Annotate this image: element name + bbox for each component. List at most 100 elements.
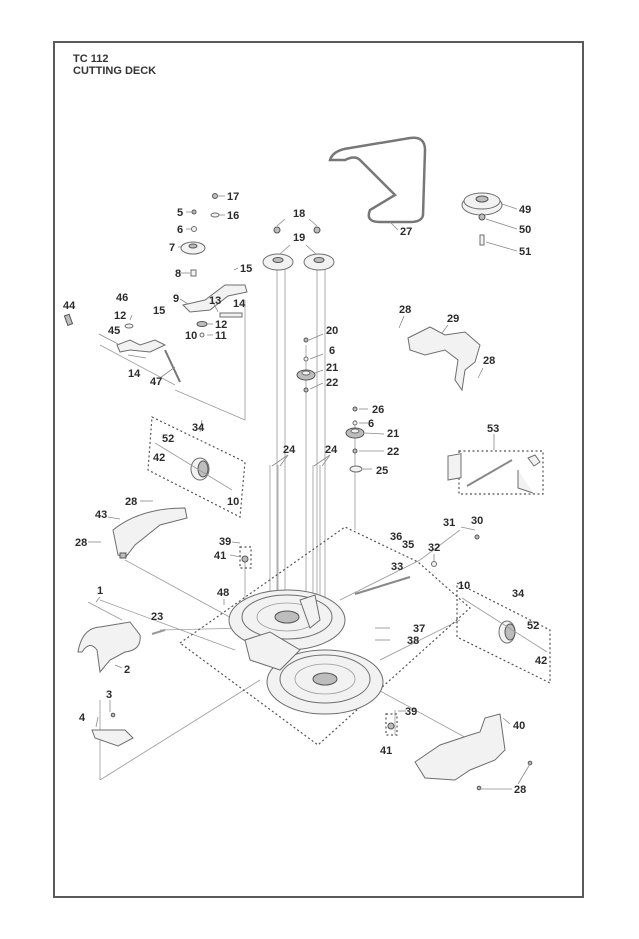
callout-42: 42 xyxy=(535,655,547,667)
callout-12: 12 xyxy=(215,319,227,331)
cutting-deck-48 xyxy=(228,589,384,715)
washer-50 xyxy=(478,213,486,221)
washer-6 xyxy=(191,226,197,232)
callout-37: 37 xyxy=(413,623,425,635)
callout-22: 22 xyxy=(387,446,399,458)
callout-10: 10 xyxy=(458,580,470,592)
callout-25: 25 xyxy=(376,465,388,477)
callout-1: 1 xyxy=(97,585,103,597)
bracket-29 xyxy=(407,326,481,392)
spring-13 xyxy=(219,312,243,318)
nut-22-left xyxy=(303,387,309,393)
pin-1 xyxy=(87,601,123,621)
section-label: CUTTING DECK xyxy=(73,65,157,77)
spacer-25 xyxy=(349,465,363,473)
callout-28: 28 xyxy=(125,496,137,508)
callout-52: 52 xyxy=(162,433,174,445)
callout-19: 19 xyxy=(293,232,305,244)
callout-32: 32 xyxy=(428,542,440,554)
callout-6: 6 xyxy=(368,418,374,430)
discharge-chute-2 xyxy=(77,621,141,674)
washer-6b xyxy=(303,356,309,362)
bracket-31 xyxy=(447,453,462,481)
guard-40 xyxy=(414,713,506,781)
callouts: 17 5 16 6 7 8 15 9 13 14 12 10 11 44 46 … xyxy=(63,191,547,796)
callout-39: 39 xyxy=(405,706,417,718)
callout-50: 50 xyxy=(519,224,531,236)
callout-27: 27 xyxy=(400,226,412,238)
group-boxes xyxy=(147,416,551,746)
spring-44 xyxy=(63,313,74,327)
callout-33: 33 xyxy=(391,561,403,573)
rod-53 xyxy=(466,459,513,487)
leader-lines xyxy=(88,195,531,790)
callout-41: 41 xyxy=(214,550,226,562)
washer-12a xyxy=(196,321,208,327)
group-box-41-upper xyxy=(239,546,252,569)
bracket-4 xyxy=(91,729,134,747)
callout-11: 11 xyxy=(215,330,227,342)
callout-44: 44 xyxy=(63,300,76,312)
bolt-28e-2 xyxy=(527,760,533,766)
callout-31: 31 xyxy=(443,517,455,529)
guard-43 xyxy=(112,507,188,559)
callout-53: 53 xyxy=(487,423,499,435)
callout-45: 45 xyxy=(108,325,120,337)
diagram-frame xyxy=(53,41,584,898)
bolt-51 xyxy=(479,234,485,246)
callout-4: 4 xyxy=(79,712,86,724)
group-box-34-left xyxy=(147,416,246,518)
callout-24: 24 xyxy=(283,444,296,456)
callout-9: 9 xyxy=(173,293,179,305)
callout-14: 14 xyxy=(233,298,246,310)
group-box-53 xyxy=(458,450,544,495)
callout-49: 49 xyxy=(519,204,531,216)
callout-3: 3 xyxy=(106,689,112,701)
rod-47 xyxy=(164,349,181,383)
bolt-20 xyxy=(303,337,309,343)
model-label: TC 112 xyxy=(73,53,109,65)
callout-14: 14 xyxy=(128,368,141,380)
callout-6: 6 xyxy=(177,224,183,236)
spring-23 xyxy=(151,629,166,635)
callout-42: 42 xyxy=(153,452,165,464)
callout-20: 20 xyxy=(326,325,338,337)
bolt-26 xyxy=(352,406,358,412)
group-box-41-lower xyxy=(385,713,398,736)
callout-17: 17 xyxy=(227,191,239,203)
callout-35: 35 xyxy=(402,539,414,551)
diagram-title: TC 112 CUTTING DECK xyxy=(73,53,156,77)
callout-52: 52 xyxy=(527,620,539,632)
callout-7: 7 xyxy=(169,242,175,254)
callout-22: 22 xyxy=(326,377,338,389)
nut-18-right xyxy=(313,226,321,234)
rod-33 xyxy=(354,576,411,595)
callout-26: 26 xyxy=(372,404,384,416)
callout-39: 39 xyxy=(219,536,231,548)
callout-46: 46 xyxy=(116,292,128,304)
callout-51: 51 xyxy=(519,246,531,258)
washer-16 xyxy=(210,212,220,218)
callout-30: 30 xyxy=(471,515,483,527)
parts xyxy=(63,136,548,791)
group-box-48-deck xyxy=(178,526,471,746)
callout-24: 24 xyxy=(325,444,338,456)
nut-41-lower xyxy=(387,722,395,730)
callout-43: 43 xyxy=(95,509,107,521)
callout-10: 10 xyxy=(185,330,197,342)
nut-18-left xyxy=(273,226,281,234)
callout-40: 40 xyxy=(513,720,525,732)
nut-22-right xyxy=(352,448,358,454)
callout-18: 18 xyxy=(293,208,305,220)
bolt-30 xyxy=(474,534,480,540)
callout-47: 47 xyxy=(150,376,162,388)
callout-16: 16 xyxy=(227,210,239,222)
callout-15: 15 xyxy=(153,305,165,317)
callout-10: 10 xyxy=(227,496,239,508)
bolt-5 xyxy=(191,209,197,215)
washer-12b xyxy=(124,323,134,329)
l-key-53 xyxy=(517,470,534,494)
callout-48: 48 xyxy=(217,587,229,599)
callout-13: 13 xyxy=(209,295,221,307)
nut-11 xyxy=(199,332,205,338)
